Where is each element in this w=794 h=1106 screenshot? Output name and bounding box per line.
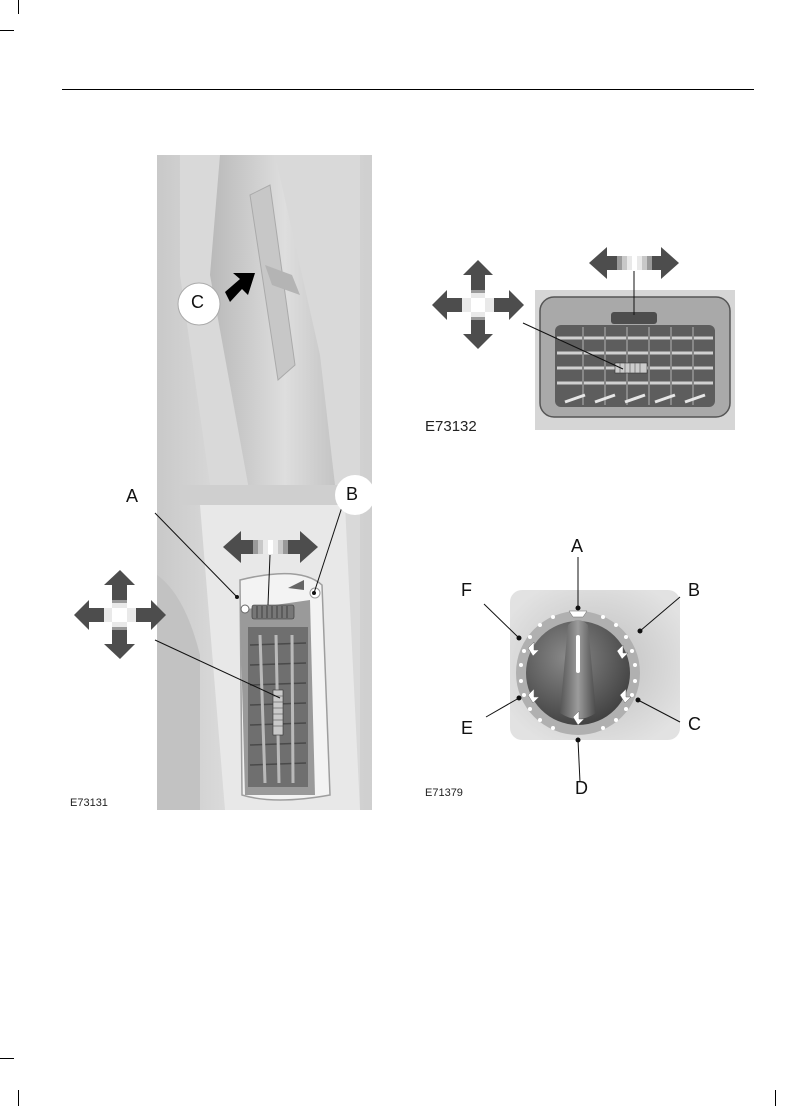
figure3-label-e: E xyxy=(461,718,473,739)
figure1-label-a: A xyxy=(126,486,138,507)
four-way-adjust-arrow-icon xyxy=(74,570,166,659)
figure3-label-d: D xyxy=(575,778,588,799)
figure-side-vent xyxy=(60,155,380,815)
crop-mark-left-lower xyxy=(0,1058,14,1059)
figure3-code: E71379 xyxy=(425,787,463,799)
figure3-label-b: B xyxy=(688,580,700,601)
figure1-label-c: C xyxy=(191,292,204,313)
crop-mark-top-left xyxy=(18,0,19,14)
figure2-code: E73132 xyxy=(425,418,477,435)
crop-mark-left-upper xyxy=(0,30,14,31)
crop-mark-bottom-left xyxy=(18,1090,19,1106)
figure3-label-f: F xyxy=(461,580,472,601)
figure1-code: E73131 xyxy=(70,797,108,809)
crop-mark-bottom-right xyxy=(775,1090,776,1106)
figure-center-vent xyxy=(425,245,740,435)
figure1-label-b: B xyxy=(346,484,358,505)
header-rule xyxy=(62,89,754,90)
side-vent-illustration xyxy=(60,155,380,815)
figure3-label-a: A xyxy=(571,536,583,557)
knob-leader-lines xyxy=(460,555,720,795)
figure3-label-c: C xyxy=(688,714,701,735)
center-four-way-adjust-arrow-icon xyxy=(432,260,524,349)
center-vent-illustration xyxy=(425,245,740,435)
